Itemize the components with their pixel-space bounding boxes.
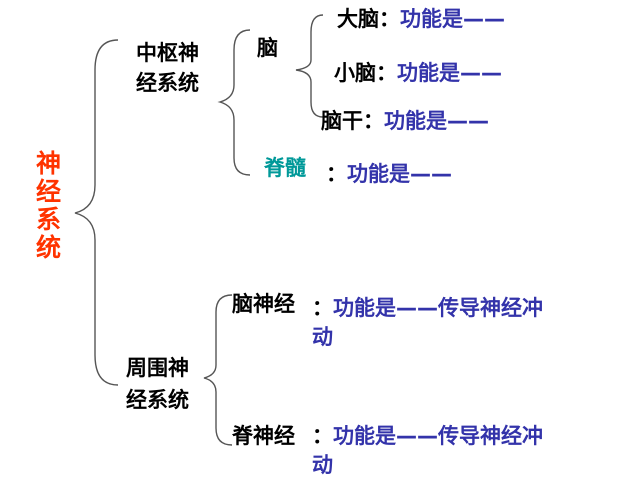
root-bracket: [74, 39, 119, 386]
cerebrum-function: 功能是——: [400, 7, 505, 31]
spinal-cord-sep: ：: [326, 162, 347, 186]
cns-label-line2: 经系统: [136, 71, 199, 95]
brain-label: 脑: [257, 36, 278, 60]
spinal-nerves-sep: ：: [312, 424, 333, 448]
cerebellum-function: 功能是——: [397, 61, 502, 85]
root-label: 神 经 系 统: [36, 150, 61, 262]
cns-label: 中枢神 经系统: [136, 38, 199, 98]
brainstem-label: 脑干: [321, 109, 363, 133]
spinal-cord-label: 脊髓: [264, 156, 306, 180]
cerebrum-label: 大脑: [337, 7, 379, 31]
root-char-2: 经: [36, 177, 62, 206]
cerebrum-row: 大脑：功能是——: [337, 9, 505, 30]
spinal-nerves-row: 脊神经: [232, 426, 295, 447]
cranial-nerves-function-line2: 动: [312, 325, 333, 349]
root-char-1: 神: [36, 149, 62, 178]
cerebellum-row: 小脑：功能是——: [334, 63, 502, 84]
spinal-nerves-label: 脊神经: [232, 424, 295, 448]
cranial-nerves-label: 脑神经: [232, 292, 295, 316]
cranial-nerves-sep: ：: [312, 296, 333, 320]
cranial-nerves-function: ：功能是——传导神经冲 动: [312, 298, 543, 348]
cerebrum-sep: ：: [379, 7, 400, 31]
brainstem-row: 脑干：功能是——: [321, 111, 489, 132]
spinal-cord-row: ：功能是——: [326, 164, 452, 185]
root-char-3: 系: [36, 205, 62, 234]
pns-label: 周围神 经系统: [126, 352, 189, 416]
brainstem-sep: ：: [363, 109, 384, 133]
brain-bracket: [295, 14, 324, 118]
pns-bracket: [203, 294, 233, 446]
spinal-nerves-function-line2: 动: [312, 453, 333, 477]
cranial-nerves-function-line1: 功能是——传导神经冲: [333, 296, 543, 320]
pns-label-line2: 经系统: [126, 388, 189, 412]
spinal-cord-function: 功能是——: [347, 162, 452, 186]
root-char-4: 统: [36, 233, 62, 262]
cns-label-line1: 中枢神: [136, 41, 199, 65]
cranial-nerves-row: 脑神经: [232, 294, 295, 315]
spinal-nerves-function: ：功能是——传导神经冲 动: [312, 426, 543, 476]
cerebellum-label: 小脑: [334, 61, 376, 85]
spinal-nerves-function-line1: 功能是——传导神经冲: [333, 424, 543, 448]
cerebellum-sep: ：: [376, 61, 397, 85]
cns-bracket: [217, 29, 251, 176]
brainstem-function: 功能是——: [384, 109, 489, 133]
pns-label-line1: 周围神: [126, 356, 189, 380]
